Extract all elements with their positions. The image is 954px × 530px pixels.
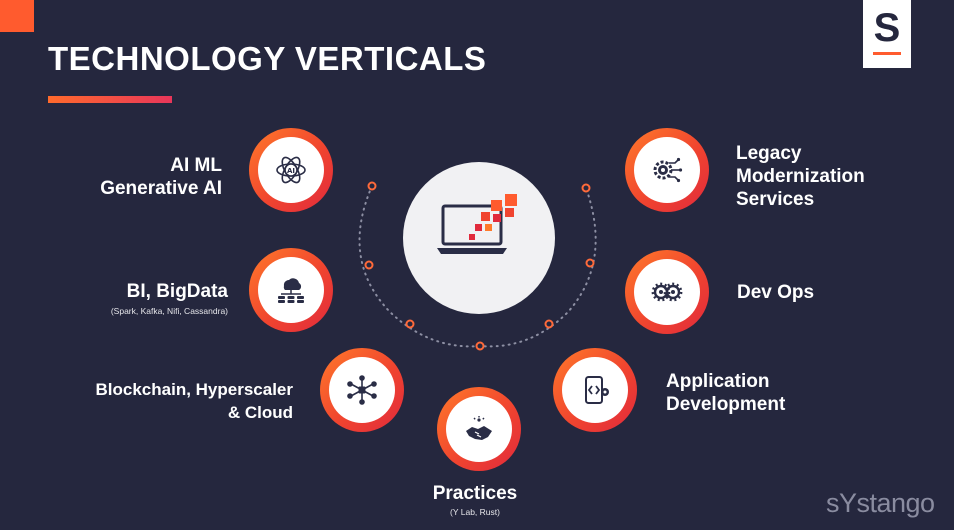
handshake-icon bbox=[466, 416, 492, 440]
node-app-dev bbox=[553, 348, 637, 432]
gears-icon bbox=[651, 282, 683, 302]
arc-dot bbox=[367, 181, 377, 191]
network-nodes-icon bbox=[347, 375, 377, 405]
label-app-dev: Application Development bbox=[666, 370, 836, 416]
logo-bar bbox=[873, 52, 901, 55]
center-hub bbox=[403, 162, 555, 314]
label-legacy: Legacy Modernization Services bbox=[736, 142, 916, 211]
label-blockchain-line1: Blockchain, Hyperscaler bbox=[95, 380, 293, 399]
arc-dot bbox=[581, 183, 591, 193]
node-legacy bbox=[625, 128, 709, 212]
page-title: TECHNOLOGY VERTICALS bbox=[48, 40, 487, 77]
node-ai-ml: AI bbox=[249, 128, 333, 212]
label-legacy-line1: Legacy bbox=[736, 143, 802, 164]
gear-circuit-icon bbox=[653, 157, 683, 183]
label-legacy-line3: Services bbox=[736, 189, 815, 210]
label-legacy-line2: Modernization bbox=[736, 166, 865, 187]
label-practices: Practices bbox=[432, 483, 518, 504]
logo-letter: S bbox=[873, 6, 901, 50]
label-ai-ml-line1: AI ML bbox=[170, 155, 222, 176]
label-ai-ml-line2: Generative AI bbox=[100, 178, 222, 199]
label-ai-ml: AI ML Generative AI bbox=[60, 154, 222, 200]
label-blockchain-line2: & Cloud bbox=[227, 403, 293, 422]
svg-text:AI: AI bbox=[287, 167, 295, 175]
label-practices-sub: (Y Lab, Rust) bbox=[450, 507, 500, 517]
label-bi-bigdata: BI, BigData bbox=[126, 281, 228, 302]
logo: S bbox=[863, 0, 911, 68]
arc-dot bbox=[405, 319, 415, 329]
arc-dot bbox=[585, 258, 595, 268]
label-blockchain: Blockchain, Hyperscaler & Cloud bbox=[40, 378, 293, 424]
node-practices bbox=[437, 387, 521, 471]
node-devops bbox=[625, 250, 709, 334]
label-bi-bigdata-sub: (Spark, Kafka, Nifi, Cassandra) bbox=[110, 306, 228, 316]
ai-brain-icon: AI bbox=[276, 156, 306, 184]
label-app-dev-line2: Development bbox=[666, 394, 786, 415]
node-bi-bigdata bbox=[249, 248, 333, 332]
brand-wordmark: sYstango bbox=[826, 488, 935, 518]
title-underline bbox=[48, 96, 172, 103]
label-devops: Dev Ops bbox=[737, 282, 815, 303]
arc-dot bbox=[475, 341, 485, 351]
cloud-database-icon bbox=[278, 278, 304, 303]
corner-accent bbox=[0, 0, 34, 32]
arc-dot bbox=[544, 319, 554, 329]
arc-dot bbox=[364, 260, 374, 270]
label-app-dev-line1: Application bbox=[666, 371, 770, 392]
node-blockchain bbox=[320, 348, 404, 432]
mobile-code-icon bbox=[585, 376, 609, 404]
laptop-pixels-icon bbox=[437, 194, 517, 254]
